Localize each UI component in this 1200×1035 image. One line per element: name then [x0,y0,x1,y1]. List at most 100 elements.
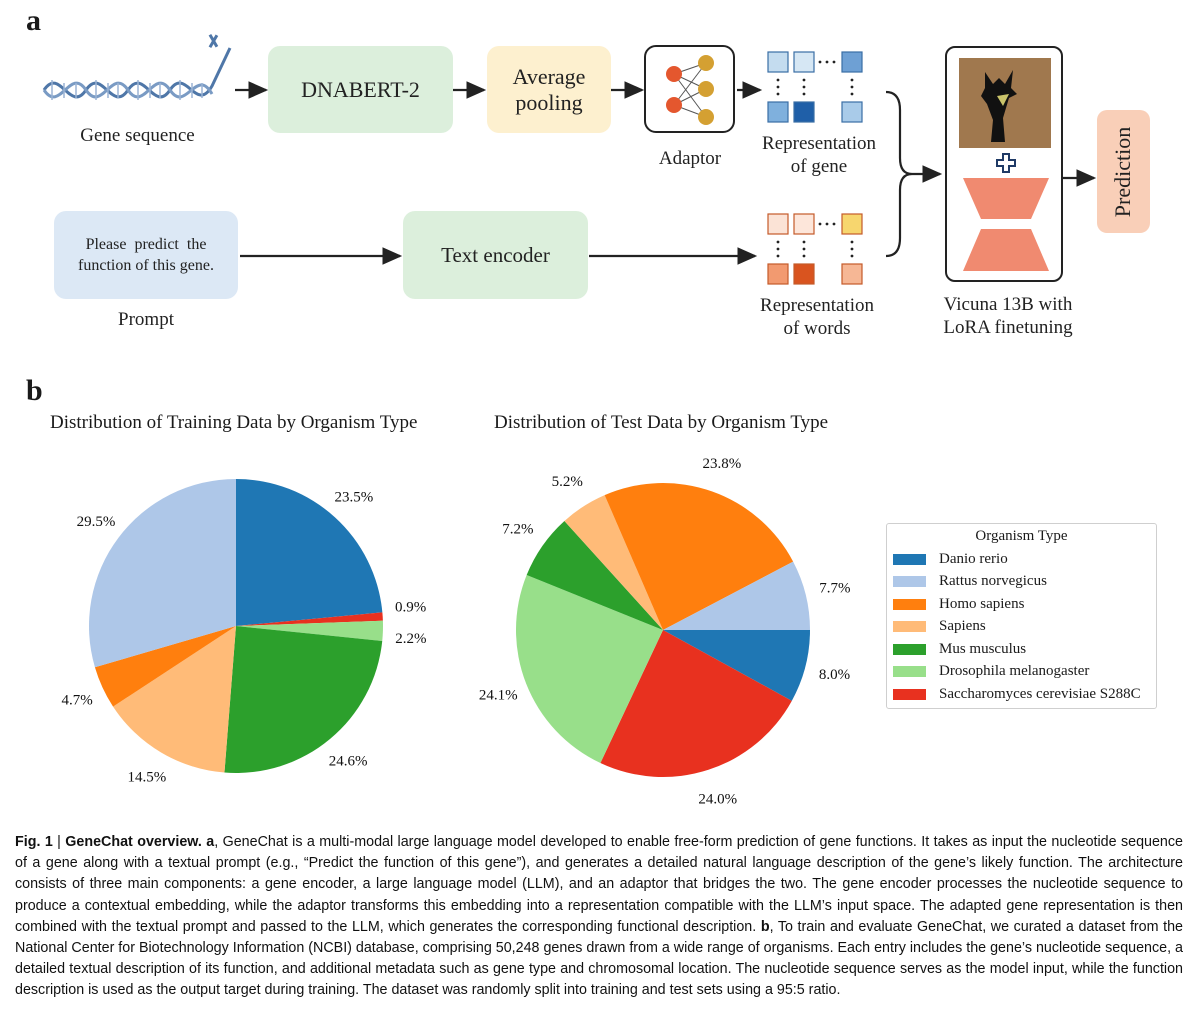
pie-slice-homo-sapiens [604,483,794,630]
rep-gene-line1: Representation [762,133,876,154]
test-chart-title: Distribution of Test Data by Organism Ty… [494,412,829,433]
dnabert-box: DNABERT-2 [268,46,453,133]
training-chart-title: Distribution of Training Data by Organis… [50,412,418,433]
legend-label: Drosophila melanogaster [939,663,1090,680]
pie-slice-sapiens [564,495,663,630]
pie-label: 0.9% [395,600,426,616]
pie-label: 5.2% [552,474,583,490]
panel-b-letter: b [26,374,43,407]
pie-slice-homo-sapiens [94,626,236,707]
gene-representation-label: Representation of gene [750,132,888,178]
legend-item: Mus musculus [887,638,1156,661]
pie-slice-danio-rerio [236,479,383,626]
merge-brace [885,90,913,258]
legend-swatch [893,643,926,655]
legend-swatch [893,666,926,678]
pie-label: 14.5% [127,770,166,786]
average-pooling-box: Average pooling [487,46,611,133]
adaptor-box [644,45,735,133]
pie-slice-rattus-norvegicus [88,479,236,668]
caption-b-letter: b [760,918,770,935]
gene-sequence-label: Gene sequence [80,125,195,146]
rep-words-line1: Representation [760,295,874,316]
pie-slice-drosophila-melanogaster [516,575,663,764]
legend-swatch [893,598,926,610]
legend-label: Danio rerio [939,550,1008,567]
pie-label: 23.5% [334,490,373,506]
pie-label: 24.0% [698,791,737,807]
llm-label-line1: Vicuna 13B with [943,294,1073,315]
prediction-box: Prediction [1097,110,1150,233]
adaptor-label: Adaptor [658,148,722,169]
legend-item: Sapiens [887,616,1156,639]
rep-gene-line2: of gene [790,156,848,177]
pie-slice-drosophila-melanogaster [236,620,383,641]
pie-charts: 23.5% 0.9% 2.2% 24.6% 14.5% 4.7% 29.5% 8.0% 24.… [61,456,851,807]
pooling-label-line1: Average [512,63,586,89]
pie-slice-rattus-norvegicus [663,561,810,630]
caption-text-a: , GeneChat is a multi-modal large langua… [15,834,1183,935]
legend-swatch [893,688,926,700]
pie-label: 24.6% [329,753,368,769]
pie-label: 23.8% [703,456,742,472]
rep-words-line2: of words [783,318,851,339]
pie-label: 29.5% [77,514,116,530]
pie-slice-saccharomyces-cerevisiae-s288c [600,630,792,777]
gene-representation-grid [767,51,863,123]
prompt-box: Please predict the function of this gene… [54,211,238,299]
caption-separator: | [52,834,66,850]
pie-label: 8.0% [819,667,850,683]
llm-box [945,46,1063,282]
legend-item: Homo sapiens [887,593,1156,616]
legend-label: Homo sapiens [939,595,1025,612]
legend-item: Saccharomyces cerevisiae S288C [887,683,1156,706]
pie-slice-mus-musculus [224,626,383,773]
legend-swatch [893,553,926,565]
caption-text-b: , To train and evaluate GeneChat, we cur… [15,918,1184,999]
legend-label: Mus musculus [939,640,1027,657]
pie-slice-mus-musculus [526,520,663,630]
legend-label: Saccharomyces cerevisiae S288C [939,685,1141,702]
legend-item: Drosophila melanogaster [887,661,1156,684]
legend-label: Sapiens [939,618,986,635]
pie-label: 2.2% [395,631,426,647]
pie-label: 4.7% [61,692,92,708]
words-representation-label: Representation of words [748,294,886,340]
vicuna-llm-icon [959,58,1051,271]
prompt-text-line2: function of this gene. [78,257,214,274]
training-pie: 23.5% 0.9% 2.2% 24.6% 14.5% 4.7% 29.5% [61,479,427,786]
legend-item: Rattus norvegicus [887,571,1156,594]
pie-label: 24.1% [479,688,518,704]
dna-helix-icon [42,33,232,100]
legend-swatch [893,621,926,633]
prompt-text-line1: Please predict the [85,236,207,253]
prompt-label: Prompt [118,309,174,330]
pie-slice-saccharomyces-cerevisiae-s288c [236,612,383,626]
panel-a-letter: a [26,4,41,37]
pie-label: 7.7% [819,581,850,597]
panel-a-arrows [235,81,1097,265]
dnabert-label: DNABERT-2 [301,76,420,102]
words-representation-grid [767,213,863,285]
pie-slice-danio-rerio [663,630,810,701]
prediction-label: Prediction [1110,126,1136,217]
llm-label-line2: LoRA finetuning [943,317,1073,338]
legend-item: Danio rerio [887,548,1156,571]
legend-title: Organism Type [975,528,1068,544]
legend-label: Rattus norvegicus [939,573,1047,590]
caption-title: GeneChat overview. [65,834,202,850]
legend-swatch [893,576,926,588]
pie-slice-sapiens [113,626,236,773]
pie-label: 7.2% [502,522,533,538]
figure-caption: Fig. 1 | GeneChat overview. a, GeneChat … [15,832,1183,1002]
text-encoder-label: Text encoder [441,242,550,267]
text-encoder-box: Text encoder [403,211,588,299]
caption-a-letter: a [206,834,215,850]
caption-fig-label: Fig. 1 [15,834,53,850]
test-pie: 8.0% 24.0% 24.1% 7.2% 5.2% 23.8% 7.7% [479,456,851,807]
llm-label: Vicuna 13B with LoRA finetuning [928,293,1088,339]
pooling-label-line2: pooling [515,89,583,115]
neural-network-icon [666,55,714,125]
